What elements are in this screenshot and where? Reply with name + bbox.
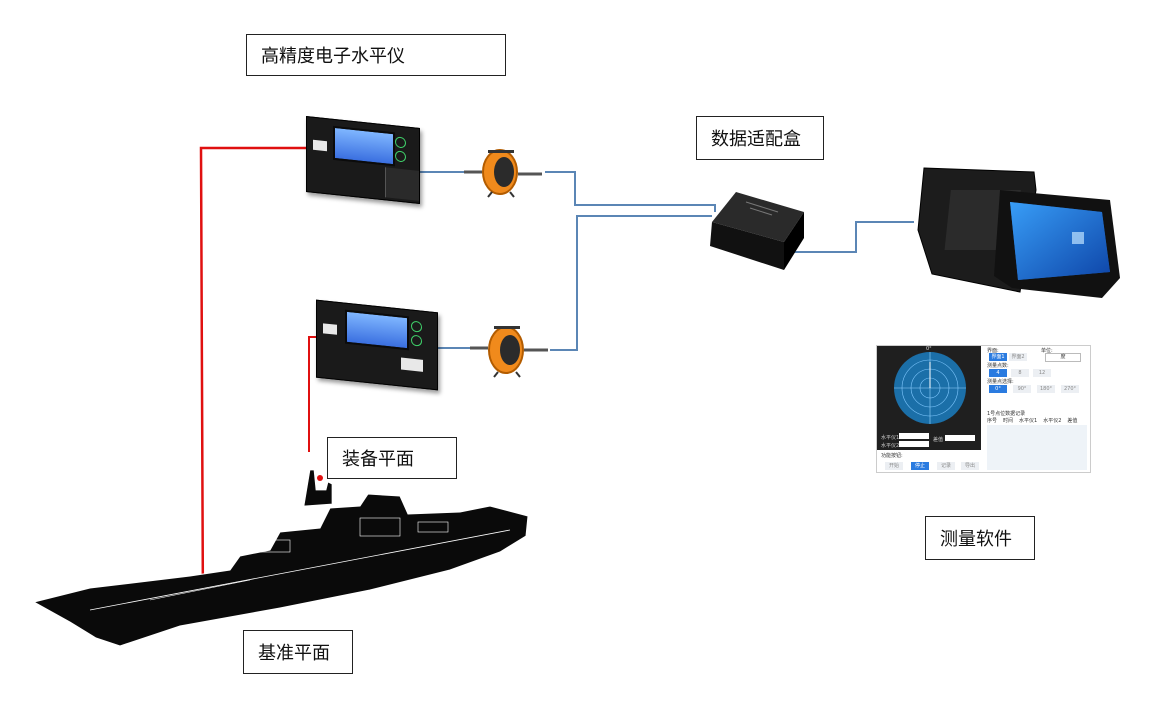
diff-label: 差值 <box>933 437 944 443</box>
angle-270[interactable]: 270° <box>1061 385 1079 393</box>
actions-panel: 功能按钮: 开始 停止 记录 导出 <box>877 450 985 472</box>
level-display <box>345 309 409 351</box>
angle-180[interactable]: 180° <box>1037 385 1055 393</box>
reference-red-line-lower <box>308 336 316 452</box>
points-option-8[interactable]: 8 <box>1011 369 1029 377</box>
electronic-level-1 <box>306 116 420 204</box>
unit-label: 单位: <box>1041 348 1053 354</box>
level-button <box>395 136 406 149</box>
data-adapter-box <box>710 192 804 270</box>
measurement-software-window: 0° 水平仪1 水平仪2 差值 功能按钮: 开始 停止 记录 导出 界面: 单位… <box>876 345 1091 473</box>
label-reference-plane: 基准平面 <box>243 630 353 674</box>
level-sticker <box>323 323 337 335</box>
electronic-level-2 <box>316 299 438 391</box>
reference-red-line-upper <box>199 146 307 619</box>
record-col-time: 时间 <box>1003 418 1014 424</box>
record-col-index: 序号 <box>987 418 998 424</box>
rugged-tablet <box>917 167 1120 298</box>
level-button <box>411 334 422 347</box>
warship-silhouette <box>32 469 529 647</box>
interface-label: 界面: <box>987 348 999 354</box>
label-level-meter: 高精度电子水平仪 <box>246 34 506 76</box>
angle-0[interactable]: 0° <box>989 385 1007 393</box>
cable-reel-1 <box>464 149 542 198</box>
label-software: 测量软件 <box>925 516 1035 560</box>
level-sticker <box>401 357 423 372</box>
record-col-level1: 水平仪1 <box>1019 418 1038 424</box>
unit-select[interactable]: 度 <box>1045 353 1081 362</box>
record-table-body <box>987 425 1087 470</box>
label-equipment-plane: 装备平面 <box>327 437 457 479</box>
points-option-4[interactable]: 4 <box>989 369 1007 377</box>
level-display <box>333 125 395 167</box>
settings-panel: 界面: 单位: 界面1 界面2 度 测量点数: 4 8 12 测量点选择: 0°… <box>985 346 1090 472</box>
cable-reel1-adapter <box>545 171 716 212</box>
points-option-12[interactable]: 12 <box>1033 369 1051 377</box>
cable-reel-2 <box>470 326 548 378</box>
record-col-level2: 水平仪2 <box>1043 418 1062 424</box>
level1-label: 水平仪1 <box>881 435 900 441</box>
points-label: 测量点数: <box>987 363 1009 369</box>
cable-reel2-adapter <box>550 215 712 351</box>
label-adapter-box: 数据适配盒 <box>696 116 824 160</box>
diff-field[interactable] <box>945 435 975 441</box>
level-button <box>395 150 406 163</box>
level2-field[interactable] <box>899 441 929 447</box>
angle-90[interactable]: 90° <box>1013 385 1031 393</box>
export-button[interactable]: 导出 <box>961 462 979 470</box>
select-label: 测量点选择: <box>987 379 1014 385</box>
tab-interface-2[interactable]: 界面2 <box>1009 353 1027 361</box>
record-button[interactable]: 记录 <box>937 462 955 470</box>
level1-field[interactable] <box>899 433 929 439</box>
level2-label: 水平仪2 <box>881 443 900 449</box>
record-col-diff: 差值 <box>1067 418 1078 424</box>
level-button <box>411 320 422 333</box>
actions-label: 功能按钮: <box>881 453 903 459</box>
cable-adapter-tablet <box>790 221 914 253</box>
stop-button[interactable]: 停止 <box>911 462 929 470</box>
record-title: 1号点位数据记录 <box>987 411 1026 417</box>
radar-dial <box>894 352 966 424</box>
start-button[interactable]: 开始 <box>885 462 903 470</box>
level-endcap <box>385 167 419 201</box>
level-sticker <box>313 139 327 152</box>
dial-top-label: 0° <box>926 346 932 352</box>
record-header-row: 序号 时间 水平仪1 水平仪2 差值 <box>987 417 1077 424</box>
tab-interface-1[interactable]: 界面1 <box>989 353 1007 361</box>
